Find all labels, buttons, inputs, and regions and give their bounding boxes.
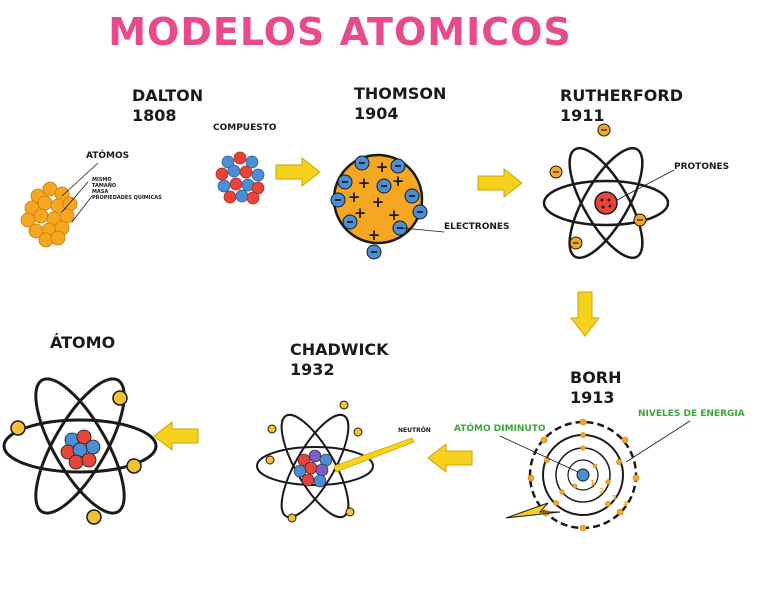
dalton-props: MISMO TAMAÑO MASA PROPIEDADES QUÍMICAS: [92, 177, 162, 201]
electron-icon: [10, 420, 26, 436]
svg-text:+: +: [372, 193, 385, 211]
svg-text:4: 4: [623, 500, 628, 508]
electron-icon: [633, 213, 647, 227]
chadwick-name: CHADWICK: [290, 340, 389, 359]
chadwick-nucleus: [293, 437, 415, 488]
chadwick-electrons: [265, 400, 363, 523]
rutherford-name: RUTHERFORD: [560, 86, 683, 105]
dalton-pointer-lines: [61, 162, 99, 223]
page-title: MODELOS ATOMICOS: [108, 10, 572, 54]
dalton-prop: PROPIEDADES QUÍMICAS: [92, 195, 162, 201]
final-atom: [2, 377, 158, 515]
atomo-name: ÁTOMO: [50, 333, 116, 352]
electron-icon: [569, 236, 583, 250]
arrow-left-icon: [427, 443, 473, 473]
svg-text:+: +: [392, 172, 405, 190]
svg-text:2: 2: [599, 487, 604, 495]
chadwick-year: 1932: [290, 360, 335, 379]
borh-name: BORH: [570, 368, 622, 387]
atomo-diminuto-label: ATÓMO DIMINUTO: [454, 424, 546, 434]
svg-text:1: 1: [590, 479, 595, 487]
niveles-energia-label: NIVELES DE ENERGIA: [638, 409, 745, 419]
electrones-label: ELECTRONES: [444, 222, 510, 232]
electron-icon: [549, 165, 563, 179]
dalton-prop: MISMO: [92, 177, 112, 183]
arrow-down-icon: [570, 291, 600, 337]
arrow-right-icon: [477, 168, 523, 198]
dalton-prop: TAMAÑO: [92, 183, 117, 189]
rutherford-year: 1911: [560, 106, 605, 125]
final-atom-nucleus: [60, 429, 101, 470]
svg-text:+: +: [376, 158, 389, 176]
dalton-atoms-cluster: [20, 181, 78, 248]
thomson-atom: +++ +++ ++: [330, 153, 445, 260]
svg-text:+: +: [388, 206, 401, 224]
svg-text:3: 3: [612, 494, 617, 502]
svg-text:+: +: [358, 174, 371, 192]
dalton-name: DALTON: [132, 86, 204, 105]
borh-electrons: [527, 418, 640, 532]
electron-icon: [126, 458, 142, 474]
neutron-label: NEUTRÓN: [398, 427, 431, 434]
electron-icon: [86, 509, 102, 525]
electron-icon: [112, 390, 128, 406]
arrow-right-icon: [275, 157, 321, 187]
borh-pointer-lines: [499, 420, 691, 473]
electron-icon: [597, 123, 611, 137]
borh-year: 1913: [570, 388, 615, 407]
arrow-left-icon: [153, 421, 199, 451]
svg-text:+: +: [368, 226, 381, 244]
protones-label: PROTONES: [674, 162, 730, 172]
compuesto-label: COMPUESTO: [213, 123, 277, 133]
compuesto-cluster: [215, 151, 265, 205]
atomos-label: ATÓMOS: [86, 151, 130, 161]
dalton-prop: MASA: [92, 189, 109, 195]
dalton-year: 1808: [132, 106, 177, 125]
rutherford-nucleus: [594, 169, 675, 215]
borh-lightning-icon: [505, 502, 561, 519]
thomson-year: 1904: [354, 104, 399, 123]
svg-text:+: +: [354, 204, 367, 222]
thomson-name: THOMSON: [354, 84, 447, 103]
svg-text:+: +: [348, 188, 361, 206]
rutherford-atom: [542, 146, 670, 260]
